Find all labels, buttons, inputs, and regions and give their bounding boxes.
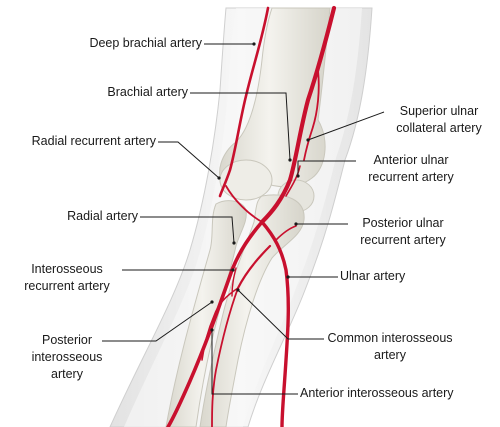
label-anterior-ulnar-recurrent-artery: Anterior ulnar recurrent artery	[368, 153, 454, 184]
label-common-interosseous-artery: Common interosseous artery	[327, 331, 453, 362]
leader-common-interosseous	[237, 289, 324, 340]
common-interosseous-vessel	[236, 244, 272, 290]
label-ulnar-artery: Ulnar artery	[340, 269, 406, 283]
leader-radial	[140, 216, 235, 244]
brachial-artery-vessel	[259, 5, 337, 225]
leader-radial-recurrent	[158, 141, 220, 179]
superior-ulnar-collateral-vessel	[303, 69, 320, 161]
label-radial-recurrent-artery: Radial recurrent artery	[31, 134, 156, 148]
label-deep-brachial-artery: Deep brachial artery	[89, 36, 202, 50]
leader-posterior-interosseous	[102, 301, 213, 342]
radial-recurrent-vessel	[225, 185, 263, 223]
label-posterior-ulnar-recurrent-artery: Posterior ulnar recurrent artery	[360, 216, 446, 247]
label-posterior-interosseous-artery: Posterior interosseous artery	[31, 333, 103, 381]
label-interosseous-recurrent-artery: Interosseous recurrent artery	[24, 262, 110, 293]
label-anterior-interosseous-artery: Anterior interosseous artery	[300, 386, 454, 400]
ulnar-artery-vessel	[260, 220, 291, 427]
anterior-interosseous-vessel	[211, 287, 239, 427]
label-radial-artery: Radial artery	[67, 209, 138, 223]
posterior-interosseous-vessel	[201, 287, 239, 361]
leader-superior-ulnar-collateral	[307, 111, 385, 141]
label-superior-ulnar-collateral-artery: Superior ulnar collateral artery	[396, 104, 482, 135]
leader-lines	[102, 43, 385, 395]
leader-dots	[210, 42, 310, 332]
label-brachial-artery: Brachial artery	[107, 85, 188, 99]
posterior-ulnar-recurrent-vessel	[275, 225, 297, 241]
capitulum-bone	[219, 159, 273, 201]
deep-brachial-artery-vessel	[218, 6, 270, 198]
leader-anterior-interosseous	[211, 330, 298, 395]
leader-brachial	[190, 92, 291, 161]
anterior-ulnar-recurrent-vessel	[285, 165, 301, 197]
leader-anterior-ulnar-recurrent	[297, 160, 356, 176]
interosseous-recurrent-vessel	[231, 267, 237, 297]
